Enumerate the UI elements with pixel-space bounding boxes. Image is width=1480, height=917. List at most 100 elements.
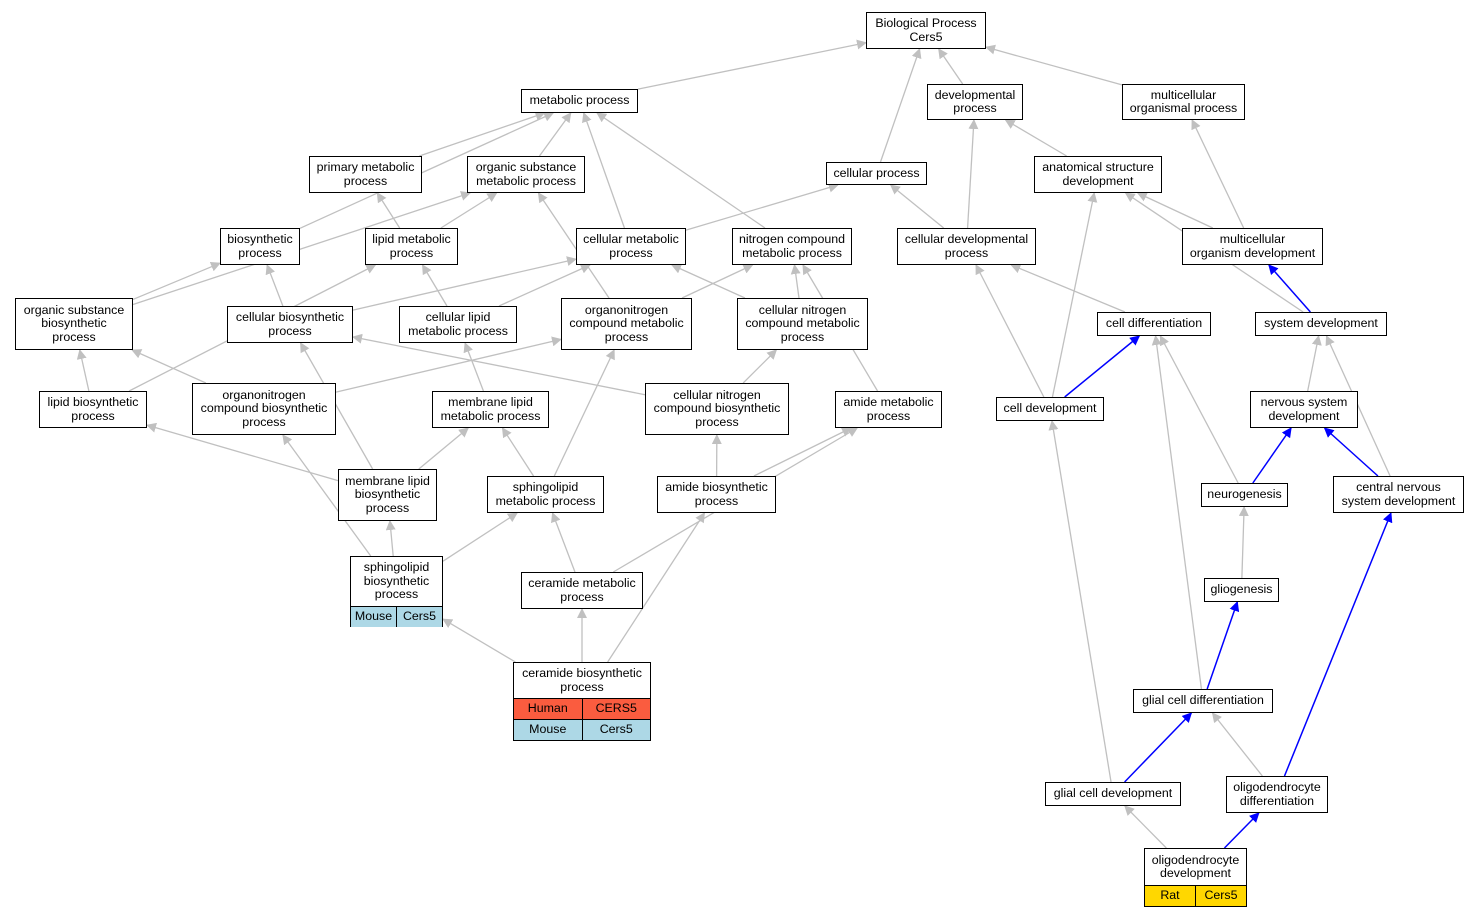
edge-sphingolipid-biosynthetic-process-to-sphingolipid-metabolic-process bbox=[442, 512, 518, 562]
node-cellular-nitrogen-compound-metabolic-process[interactable]: cellular nitrogen compound metabolic pro… bbox=[737, 298, 868, 350]
edge-amide-biosynthetic-process-to-amide-metabolic-process bbox=[753, 427, 852, 477]
edge-central-nervous-system-development-to-system-development bbox=[1325, 335, 1391, 477]
edge-cell-development-to-anatomical-structure-development bbox=[1051, 192, 1098, 398]
edge-multicellular-organism-development-to-multicellular-organismal-process bbox=[1191, 119, 1245, 229]
node-cell-differentiation[interactable]: cell differentiation bbox=[1097, 312, 1211, 336]
node-metabolic-process[interactable]: metabolic process bbox=[521, 89, 638, 113]
node-ceramide-biosynthetic-process[interactable]: ceramide biosynthetic process Human CERS… bbox=[513, 662, 651, 741]
node-gliogenesis[interactable]: gliogenesis bbox=[1204, 578, 1279, 602]
species-cell: Rat bbox=[1160, 888, 1180, 903]
edge-membrane-lipid-metabolic-process-to-cellular-lipid-metabolic-process bbox=[463, 342, 485, 392]
node-cell-development[interactable]: cell development bbox=[996, 397, 1104, 421]
node-organonitrogen-compound-metabolic-process[interactable]: organonitrogen compound metabolic proces… bbox=[561, 298, 692, 350]
node-label: ceramide biosynthetic process bbox=[522, 666, 642, 694]
node-biosynthetic-process[interactable]: biosynthetic process bbox=[220, 228, 300, 265]
species-cell: Mouse bbox=[529, 722, 567, 737]
node-developmental-process[interactable]: developmental process bbox=[927, 84, 1023, 120]
species-row-rat: Rat Cers5 bbox=[1145, 885, 1246, 906]
edge-cellular-metabolic-process-to-metabolic-process bbox=[582, 112, 626, 229]
gene-cell: Cers5 bbox=[396, 607, 442, 627]
node-label: oligodendrocyte development bbox=[1151, 852, 1240, 880]
edge-membrane-lipid-biosynthetic-process-to-cellular-biosynthetic-process bbox=[300, 342, 374, 470]
node-neurogenesis[interactable]: neurogenesis bbox=[1201, 483, 1288, 507]
edge-cell-differentiation-to-cellular-developmental-process bbox=[1010, 263, 1126, 313]
edge-sphingolipid-biosynthetic-process-to-organonitrogen-compound-biosynthetic-process bbox=[282, 434, 372, 557]
edge-ceramide-biosynthetic-process-to-sphingolipid-biosynthetic-process bbox=[442, 618, 516, 663]
edge-cellular-nitrogen-compound-biosynthetic-process-to-cellular-nitrogen-compound-metabolic-process bbox=[742, 349, 778, 384]
edge-lipid-metabolic-process-to-organic-substance-metabolic-process bbox=[440, 192, 498, 229]
gene-cell: Cers5 bbox=[1195, 886, 1246, 906]
node-cellular-metabolic-process[interactable]: cellular metabolic process bbox=[576, 228, 686, 265]
node-glial-cell-differentiation[interactable]: glial cell differentiation bbox=[1133, 689, 1273, 713]
edge-lipid-biosynthetic-process-to-organic-substance-biosynthetic-process bbox=[76, 349, 90, 392]
edge-organonitrogen-compound-metabolic-process-to-nitrogen-compound-metabolic-process bbox=[681, 264, 754, 299]
edge-cellular-nitrogen-compound-biosynthetic-process-to-cellular-biosynthetic-process bbox=[352, 333, 646, 396]
edge-multicellular-organism-development-to-anatomical-structure-development bbox=[1136, 192, 1214, 229]
edge-oligodendrocyte-differentiation-to-central-nervous-system-development bbox=[1283, 512, 1393, 777]
edge-glial-cell-development-to-glial-cell-differentiation bbox=[1124, 712, 1193, 783]
node-sphingolipid-metabolic-process[interactable]: sphingolipid metabolic process bbox=[487, 476, 604, 513]
edge-organic-substance-metabolic-process-to-metabolic-process bbox=[538, 112, 572, 157]
node-oligodendrocyte-development[interactable]: oligodendrocyte development Rat Cers5 bbox=[1144, 848, 1247, 907]
node-glial-cell-development[interactable]: glial cell development bbox=[1045, 782, 1181, 806]
edge-cellular-biosynthetic-process-to-cellular-metabolic-process bbox=[352, 256, 577, 311]
node-oligodendrocyte-differentiation[interactable]: oligodendrocyte differentiation bbox=[1226, 776, 1328, 813]
node-cellular-nitrogen-compound-biosynthetic-process[interactable]: cellular nitrogen compound biosynthetic … bbox=[645, 383, 789, 435]
node-sphingolipid-biosynthetic-process[interactable]: sphingolipid biosynthetic process Mouse … bbox=[350, 556, 443, 627]
edge-cellular-process-to-biological-process-root bbox=[879, 48, 922, 163]
node-anatomical-structure-development[interactable]: anatomical structure development bbox=[1034, 156, 1162, 193]
species-row-mouse: Mouse Cers5 bbox=[351, 606, 442, 627]
edge-primary-metabolic-process-to-metabolic-process bbox=[419, 111, 546, 157]
node-system-development[interactable]: system development bbox=[1255, 312, 1387, 336]
edge-sphingolipid-biosynthetic-process-to-membrane-lipid-biosynthetic-process bbox=[385, 520, 396, 557]
edge-membrane-lipid-biosynthetic-process-to-lipid-biosynthetic-process bbox=[146, 422, 339, 482]
edge-cellular-developmental-process-to-cellular-process bbox=[889, 184, 945, 229]
edge-ceramide-metabolic-process-to-sphingolipid-metabolic-process bbox=[551, 512, 576, 573]
node-amide-biosynthetic-process[interactable]: amide biosynthetic process bbox=[657, 476, 776, 513]
gene-cell: Cers5 bbox=[581, 720, 651, 740]
node-primary-metabolic-process[interactable]: primary metabolic process bbox=[309, 156, 422, 193]
edge-organic-substance-biosynthetic-process-to-organic-substance-metabolic-process bbox=[132, 191, 472, 306]
node-cellular-lipid-metabolic-process[interactable]: cellular lipid metabolic process bbox=[399, 306, 517, 343]
edge-ceramide-biosynthetic-process-to-amide-biosynthetic-process bbox=[607, 512, 706, 663]
node-cellular-biosynthetic-process[interactable]: cellular biosynthetic process bbox=[227, 306, 353, 343]
node-lipid-metabolic-process[interactable]: lipid metabolic process bbox=[365, 228, 458, 265]
edge-organonitrogen-compound-metabolic-process-to-organic-substance-metabolic-process bbox=[537, 192, 610, 299]
node-membrane-lipid-metabolic-process[interactable]: membrane lipid metabolic process bbox=[432, 391, 549, 428]
node-membrane-lipid-biosynthetic-process[interactable]: membrane lipid biosynthetic process bbox=[338, 469, 437, 521]
edge-biosynthetic-process-to-metabolic-process bbox=[299, 112, 555, 229]
edge-glial-cell-differentiation-to-gliogenesis bbox=[1206, 601, 1240, 690]
edge-oligodendrocyte-differentiation-to-glial-cell-differentiation bbox=[1211, 712, 1263, 777]
edge-organic-substance-biosynthetic-process-to-biosynthetic-process bbox=[132, 262, 221, 301]
node-nitrogen-compound-metabolic-process[interactable]: nitrogen compound metabolic process bbox=[732, 228, 852, 265]
edge-membrane-lipid-biosynthetic-process-to-membrane-lipid-metabolic-process bbox=[418, 427, 469, 470]
edge-multicellular-organismal-process-to-biological-process-root bbox=[985, 44, 1123, 86]
node-lipid-biosynthetic-process[interactable]: lipid biosynthetic process bbox=[39, 391, 147, 428]
edge-neurogenesis-to-cell-differentiation bbox=[1159, 335, 1239, 484]
node-biological-process-root[interactable]: Biological Process Cers5 bbox=[866, 12, 986, 49]
edge-cell-development-to-cellular-developmental-process bbox=[975, 264, 1045, 398]
edge-neurogenesis-to-nervous-system-development bbox=[1252, 427, 1292, 484]
node-nervous-system-development[interactable]: nervous system development bbox=[1250, 391, 1358, 428]
edge-cellular-developmental-process-to-developmental-process bbox=[966, 119, 979, 229]
edge-nervous-system-development-to-system-development bbox=[1307, 335, 1322, 392]
edge-nitrogen-compound-metabolic-process-to-metabolic-process bbox=[596, 112, 766, 229]
node-organic-substance-metabolic-process[interactable]: organic substance metabolic process bbox=[467, 156, 585, 193]
node-cellular-developmental-process[interactable]: cellular developmental process bbox=[897, 228, 1036, 265]
node-amide-metabolic-process[interactable]: amide metabolic process bbox=[835, 391, 942, 428]
node-central-nervous-system-development[interactable]: central nervous system development bbox=[1333, 476, 1464, 513]
edge-system-development-to-multicellular-organism-development bbox=[1268, 264, 1311, 313]
edge-cellular-nitrogen-compound-metabolic-process-to-nitrogen-compound-metabolic-process bbox=[790, 264, 801, 299]
node-organonitrogen-compound-biosynthetic-process[interactable]: organonitrogen compound biosynthetic pro… bbox=[192, 383, 336, 435]
species-row-mouse: Mouse Cers5 bbox=[514, 719, 650, 740]
edge-oligodendrocyte-development-to-glial-cell-development bbox=[1124, 805, 1167, 849]
species-cell: Human bbox=[527, 701, 568, 716]
node-ceramide-metabolic-process[interactable]: ceramide metabolic process bbox=[521, 572, 643, 609]
species-cell: Mouse bbox=[354, 609, 393, 624]
node-multicellular-organism-development[interactable]: multicellular organism development bbox=[1182, 228, 1323, 265]
species-row-human: Human CERS5 bbox=[514, 698, 650, 719]
node-organic-substance-biosynthetic-process[interactable]: organic substance biosynthetic process bbox=[15, 298, 133, 350]
edge-cellular-lipid-metabolic-process-to-lipid-metabolic-process bbox=[421, 264, 448, 307]
node-multicellular-organismal-process[interactable]: multicellular organismal process bbox=[1122, 84, 1245, 120]
node-cellular-process[interactable]: cellular process bbox=[826, 162, 927, 185]
